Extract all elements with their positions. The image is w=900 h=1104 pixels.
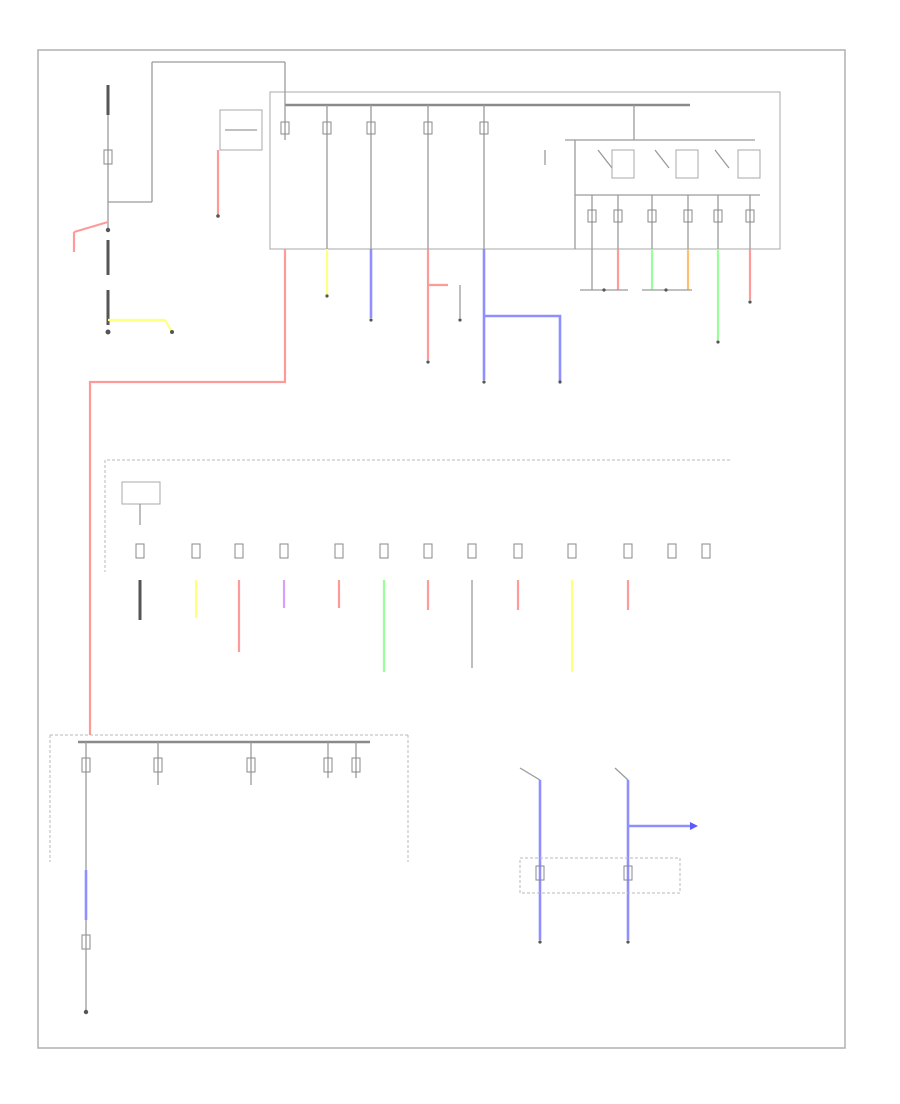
fuse-box-top-outline [269,91,781,250]
bottom-left-fuse-box [49,734,410,1015]
bottom-right-fuse-section [519,767,698,944]
main-relay [216,109,263,218]
top-fuse-outputs [325,249,752,384]
battery-ignition-section [72,61,286,335]
engine-compartment-fuse-box-top [269,91,781,250]
main-red-feed-wire [88,249,287,735]
bottom-left-ground-node [83,1009,89,1015]
middle-fuse-box-outline [104,459,730,572]
ground-battery-node [105,329,111,335]
bottom-right-fuse-box-outline [519,857,681,894]
passenger-compartment-fuse-box [104,459,730,672]
diagram-frame [37,49,846,1049]
fusible-link [103,149,113,165]
